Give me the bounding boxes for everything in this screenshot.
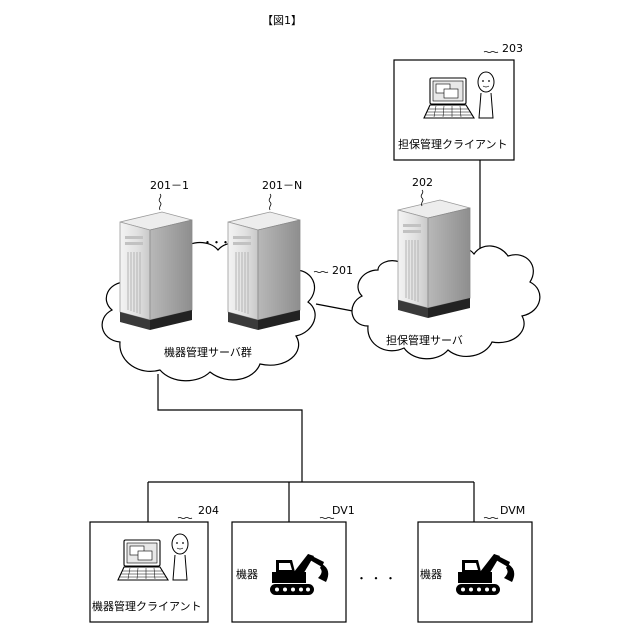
figure-title: 【図1】	[262, 14, 302, 27]
server-tower-icon	[120, 212, 192, 330]
device-client-label: 機器管理クライアント	[92, 600, 202, 613]
device-ellipsis: ・ ・ ・	[356, 572, 396, 585]
server-n-ref: 201－N	[262, 179, 302, 192]
device-client-ref: 204	[198, 504, 219, 517]
server-group-label: 機器管理サーバ群	[164, 346, 252, 359]
device-dv1-ref: DV1	[332, 504, 355, 517]
server-group-to-devices-line	[158, 374, 302, 482]
server-group-ref: 201	[332, 264, 353, 277]
server-ellipsis: ・・・	[202, 236, 229, 249]
server-tower-icon	[228, 212, 300, 330]
maintenance-server-ref: 202	[412, 176, 433, 189]
device-dvm-ref: DVM	[500, 504, 525, 517]
laptop-icon	[118, 534, 188, 580]
maintenance-client-label: 担保管理クライアント	[398, 138, 508, 151]
laptop-icon	[424, 72, 494, 118]
device-dvm-label: 機器	[420, 568, 442, 581]
maintenance-server-label: 担保管理サーバ	[386, 334, 463, 347]
server-1-ref: 201－1	[150, 179, 189, 192]
device-dv1-label: 機器	[236, 568, 258, 581]
maintenance-client-ref: 203	[502, 42, 523, 55]
server-tower-icon	[398, 200, 470, 318]
